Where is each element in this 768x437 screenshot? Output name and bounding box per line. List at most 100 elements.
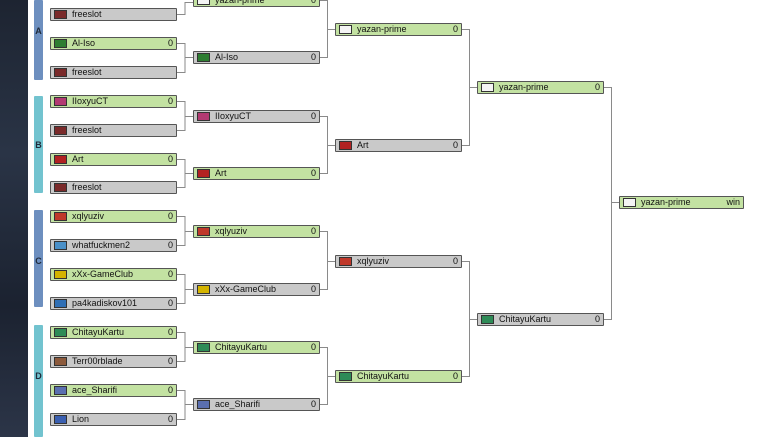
flag-icon [481, 315, 494, 324]
player-slot[interactable]: xqlyuziv 0 [335, 255, 462, 268]
flag-icon [54, 270, 67, 279]
player-score: 0 [452, 256, 458, 266]
player-score: 0 [594, 314, 600, 324]
connector-line [320, 116, 335, 174]
player-score: 0 [310, 0, 316, 5]
player-score: 0 [167, 96, 173, 106]
group-bar-2 [34, 210, 43, 307]
connector-line [177, 216, 193, 246]
player-name: whatfuckmen2 [72, 240, 131, 250]
player-name: ace_Sharifi [215, 399, 261, 409]
player-score: 0 [167, 240, 173, 250]
flag-icon [54, 183, 67, 192]
player-name: ChitayuKartu [215, 342, 268, 352]
player-score: 0 [167, 385, 173, 395]
flag-icon [197, 169, 210, 178]
connector-line [177, 2, 193, 15]
player-name: yazan-prime [499, 82, 549, 92]
player-score: 0 [167, 38, 173, 48]
player-slot[interactable]: Art 0 [335, 139, 462, 152]
player-name: ChitayuKartu [72, 327, 125, 337]
player-score: 0 [167, 414, 173, 424]
group-bar-1 [34, 96, 43, 193]
flag-icon [54, 10, 67, 19]
player-slot[interactable]: Al-Iso 0 [193, 51, 320, 64]
connector-line [177, 332, 193, 362]
connector-line [320, 0, 335, 58]
player-name: xqlyuziv [215, 226, 248, 236]
player-name: xqlyuziv [357, 256, 390, 266]
player-name: Al-Iso [215, 52, 239, 62]
flag-icon [197, 227, 210, 236]
flag-icon [54, 126, 67, 135]
player-slot[interactable]: xqlyuziv 0 [50, 210, 177, 223]
player-slot[interactable]: freeslot [50, 66, 177, 79]
flag-icon [197, 53, 210, 62]
player-slot[interactable]: freeslot [50, 124, 177, 137]
player-score: 0 [167, 298, 173, 308]
connector-line [177, 274, 193, 304]
group-label: A [35, 26, 42, 36]
player-name: xqlyuziv [72, 211, 105, 221]
player-score: 0 [167, 211, 173, 221]
player-name: Art [357, 140, 369, 150]
player-score: 0 [310, 111, 316, 121]
connector-line [177, 159, 193, 188]
connector-line [320, 347, 335, 405]
player-name: yazan-prime [641, 197, 691, 207]
player-score: 0 [452, 24, 458, 34]
player-score: 0 [452, 140, 458, 150]
player-score: 0 [310, 168, 316, 178]
player-name: freeslot [72, 182, 102, 192]
connector-line [604, 87, 619, 320]
player-slot[interactable]: Lion 0 [50, 413, 177, 426]
player-slot[interactable]: whatfuckmen2 0 [50, 239, 177, 252]
player-name: ChitayuKartu [357, 371, 410, 381]
player-slot[interactable]: yazan-prime 0 [193, 0, 320, 7]
player-name: Lion [72, 414, 90, 424]
connector-line [462, 261, 477, 377]
player-slot[interactable]: freeslot [50, 8, 177, 21]
player-slot[interactable]: pa4kadiskov101 0 [50, 297, 177, 310]
connector-line [177, 390, 193, 420]
flag-icon [54, 212, 67, 221]
flag-icon [339, 372, 352, 381]
group-bar-3 [34, 325, 43, 437]
player-name: Art [72, 154, 84, 164]
connector-line [320, 231, 335, 290]
flag-icon [481, 83, 494, 92]
background-strip [0, 0, 28, 437]
player-slot[interactable]: ChitayuKartu 0 [477, 313, 604, 326]
player-name: yazan-prime [215, 0, 265, 5]
flag-icon [197, 400, 210, 409]
flag-icon [54, 68, 67, 77]
flag-icon [54, 241, 67, 250]
group-label: B [35, 140, 42, 150]
player-score: 0 [167, 356, 173, 366]
player-score: 0 [167, 269, 173, 279]
player-score: 0 [310, 52, 316, 62]
player-slot[interactable]: freeslot [50, 181, 177, 194]
player-name: pa4kadiskov101 [72, 298, 138, 308]
player-name: ChitayuKartu [499, 314, 552, 324]
flag-icon [197, 112, 210, 121]
player-slot[interactable]: IIoxyuCT 0 [193, 110, 320, 123]
flag-icon [339, 257, 352, 266]
player-name: IIoxyuCT [215, 111, 252, 121]
